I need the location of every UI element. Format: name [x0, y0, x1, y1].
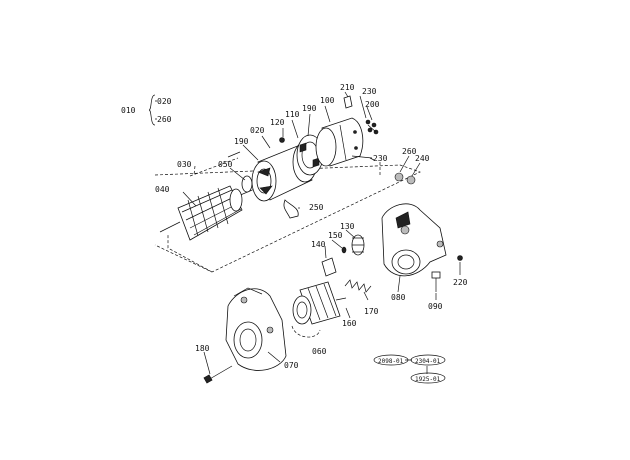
- label-200: 200: [365, 100, 380, 109]
- clutch-part: [321, 257, 337, 277]
- leader-lines: [148, 91, 461, 375]
- label-010: 010: [121, 106, 136, 115]
- label-190a: 190: [234, 137, 249, 146]
- label-150: 150: [328, 231, 343, 240]
- armature-frame-line: [154, 164, 421, 273]
- label-130: 130: [340, 222, 355, 231]
- label-140: 140: [311, 240, 326, 249]
- terminal-part: [343, 95, 353, 109]
- label-040: 040: [155, 185, 170, 194]
- label-250: 250: [309, 203, 324, 212]
- label-030: 030: [177, 160, 192, 169]
- frame-line-lower: [167, 235, 213, 273]
- long-bolt-part: [203, 365, 233, 384]
- front-housing-part: [225, 287, 287, 371]
- label-010-260: 260: [157, 115, 172, 124]
- label-020: 020: [250, 126, 265, 135]
- label-120: 120: [270, 118, 285, 127]
- plunger-part: [335, 297, 347, 301]
- label-180: 180: [195, 344, 210, 353]
- label-230b: 230: [373, 154, 388, 163]
- label-110: 110: [285, 110, 300, 119]
- label-210: 210: [340, 83, 355, 92]
- pin-part: [341, 246, 347, 254]
- label-050: 050: [218, 160, 233, 169]
- label-100: 100: [320, 96, 335, 105]
- label-010-020: 020: [157, 97, 172, 106]
- label-090: 090: [428, 302, 443, 311]
- label-160: 160: [342, 319, 357, 328]
- label-070: 070: [284, 361, 299, 370]
- label-170: 170: [364, 307, 379, 316]
- rear-cover-part: [315, 117, 364, 167]
- bolt-090-part: [431, 271, 441, 292]
- label-080: 080: [391, 293, 406, 302]
- code-oval-3: [410, 372, 446, 384]
- nut-260-part: [394, 172, 404, 182]
- nut-220-part: [457, 255, 463, 261]
- part-labels: 010 020 260 020 030 040 050 060 070 080 …: [121, 83, 468, 370]
- armature-part: [159, 185, 263, 241]
- label-220: 220: [453, 278, 468, 287]
- code-1: 2098-01: [378, 358, 404, 365]
- code-oval-1: [373, 354, 409, 366]
- nuts-part: [365, 119, 379, 135]
- reference-codes: 2098-01 2304-01 1925-01: [373, 354, 446, 384]
- drive-housing-part: [381, 203, 447, 277]
- solenoid-part: [292, 281, 341, 325]
- code-2: 2304-01: [415, 358, 441, 365]
- label-190b: 190: [302, 104, 317, 113]
- label-260: 260: [402, 147, 417, 156]
- screw-part: [279, 137, 285, 143]
- label-240: 240: [415, 154, 430, 163]
- pinion-gear-part: [351, 234, 365, 256]
- brush-lead-part: [283, 199, 299, 219]
- frame-line-upper: [189, 157, 239, 177]
- label-230a: 230: [362, 87, 377, 96]
- label-060: 060: [312, 347, 327, 356]
- spring-part: [344, 279, 372, 293]
- code-3: 1925-01: [415, 376, 441, 383]
- through-bolt-part: [351, 155, 373, 159]
- nut-240-part: [406, 175, 416, 185]
- code-oval-2: [410, 354, 446, 366]
